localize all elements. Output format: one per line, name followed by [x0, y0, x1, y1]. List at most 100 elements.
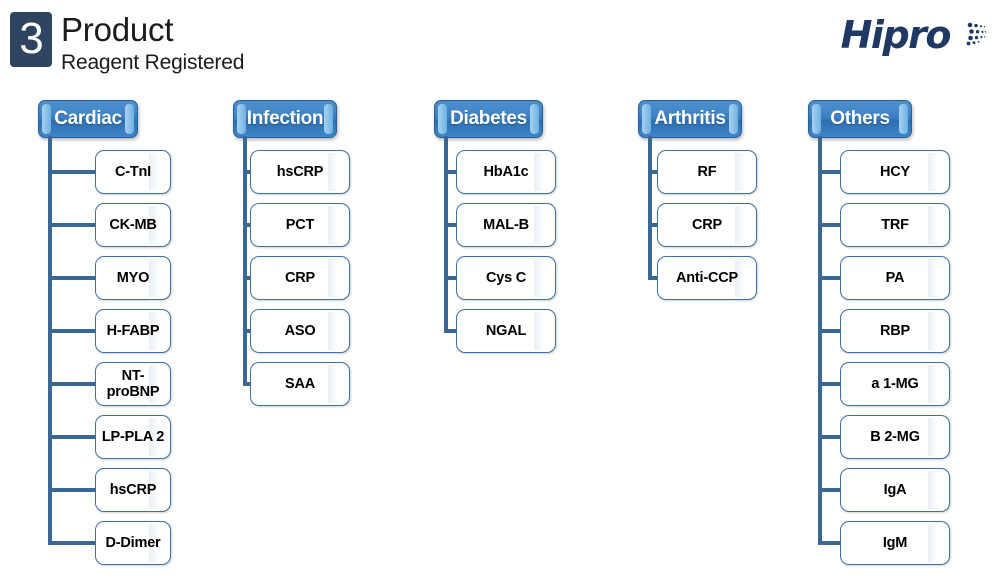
reagent-item-box[interactable]: C-TnI: [95, 150, 171, 194]
reagent-item-box[interactable]: NGAL: [456, 309, 556, 353]
connector-stub: [648, 223, 657, 227]
reagent-item-box[interactable]: CRP: [250, 256, 350, 300]
reagent-item-box[interactable]: MYO: [95, 256, 171, 300]
connector-stub: [243, 382, 250, 386]
category-header-label: Diabetes: [450, 108, 527, 129]
page-title: Product: [61, 11, 174, 48]
reagent-item-label: a 1-MG: [871, 376, 919, 392]
connector-stub: [48, 488, 95, 492]
reagent-item-box[interactable]: IgA: [840, 468, 950, 512]
reagent-item-label: HCY: [879, 164, 910, 180]
reagent-item-label: H-FABP: [106, 323, 160, 339]
connector-trunk-diabetes: [444, 136, 448, 333]
reagent-item-box[interactable]: PCT: [250, 203, 350, 247]
reagent-item-box[interactable]: H-FABP: [95, 309, 171, 353]
reagent-item-box[interactable]: HCY: [840, 150, 950, 194]
reagent-item-label: MAL-B: [483, 217, 529, 233]
slide-number-badge: 3: [10, 12, 52, 67]
reagent-item-box[interactable]: a 1-MG: [840, 362, 950, 406]
brand-logo-text: Hipro: [840, 13, 952, 57]
connector-stub: [818, 488, 840, 492]
reagent-item-box[interactable]: hsCRP: [95, 468, 171, 512]
reagent-item-box[interactable]: Anti-CCP: [657, 256, 757, 300]
connector-stub: [48, 276, 95, 280]
reagent-item-box[interactable]: RBP: [840, 309, 950, 353]
category-header-label: Cardiac: [54, 108, 122, 129]
reagent-item-box[interactable]: CRP: [657, 203, 757, 247]
hipro-dots-icon: [946, 13, 987, 58]
reagent-item-label: NT- proBNP: [106, 368, 160, 400]
connector-stub: [818, 382, 840, 386]
reagent-item-label: MYO: [116, 270, 150, 286]
reagent-item-label: PCT: [285, 217, 315, 233]
category-header-label: Others: [830, 108, 890, 129]
reagent-item-box[interactable]: Cys C: [456, 256, 556, 300]
connector-stub: [444, 276, 456, 280]
connector-stub: [48, 170, 95, 174]
category-header-cardiac[interactable]: Cardiac: [38, 100, 138, 138]
connector-stub: [48, 223, 95, 227]
connector-trunk-arthritis: [648, 136, 652, 280]
header-cap-right-icon: [899, 104, 908, 134]
reagent-item-box[interactable]: PA: [840, 256, 950, 300]
reagent-item-box[interactable]: SAA: [250, 362, 350, 406]
reagent-item-box[interactable]: HbA1c: [456, 150, 556, 194]
reagent-item-label: hsCRP: [276, 164, 324, 180]
connector-stub: [648, 170, 657, 174]
reagent-item-box[interactable]: MAL-B: [456, 203, 556, 247]
reagent-item-label: IgM: [882, 535, 908, 551]
header-cap-right-icon: [125, 104, 134, 134]
reagent-item-label: HbA1c: [483, 164, 529, 180]
category-header-infection[interactable]: Infection: [233, 100, 337, 138]
reagent-item-label: D-Dimer: [105, 535, 161, 551]
category-header-label: Infection: [246, 108, 324, 129]
connector-stub: [818, 541, 840, 545]
connector-stub: [48, 382, 95, 386]
reagent-item-label: hsCRP: [109, 482, 157, 498]
connector-stub: [648, 276, 657, 280]
connector-stub: [444, 329, 456, 333]
connector-stub: [444, 223, 456, 227]
reagent-item-label: Anti-CCP: [675, 270, 739, 286]
reagent-item-box[interactable]: IgM: [840, 521, 950, 565]
connector-stub: [818, 435, 840, 439]
header-cap-left-icon: [237, 104, 246, 134]
reagent-item-label: Cys C: [485, 270, 527, 286]
reagent-item-label: CK-MB: [109, 217, 157, 233]
reagent-item-label: RBP: [879, 323, 910, 339]
reagent-item-box[interactable]: LP-PLA 2: [95, 415, 171, 459]
category-header-others[interactable]: Others: [808, 100, 912, 138]
connector-stub: [243, 276, 250, 280]
reagent-item-label: NGAL: [485, 323, 527, 339]
connector-trunk-others: [818, 136, 822, 545]
connector-stub: [243, 329, 250, 333]
header-cap-right-icon: [729, 104, 738, 134]
connector-stub: [444, 170, 456, 174]
reagent-item-box[interactable]: ASO: [250, 309, 350, 353]
reagent-item-box[interactable]: TRF: [840, 203, 950, 247]
reagent-item-box[interactable]: CK-MB: [95, 203, 171, 247]
connector-stub: [818, 276, 840, 280]
reagent-item-label: PA: [885, 270, 905, 286]
category-header-diabetes[interactable]: Diabetes: [434, 100, 543, 138]
reagent-item-label: CRP: [691, 217, 722, 233]
reagent-item-label: RF: [697, 164, 717, 180]
reagent-item-box[interactable]: NT- proBNP: [95, 362, 171, 406]
connector-stub: [818, 223, 840, 227]
reagent-item-label: SAA: [284, 376, 315, 392]
reagent-item-label: IgA: [883, 482, 907, 498]
reagent-item-label: TRF: [881, 217, 909, 233]
reagent-item-box[interactable]: hsCRP: [250, 150, 350, 194]
header-cap-right-icon: [324, 104, 333, 134]
connector-stub: [48, 541, 95, 545]
reagent-item-box[interactable]: D-Dimer: [95, 521, 171, 565]
connector-stub: [48, 435, 95, 439]
connector-stub: [243, 223, 250, 227]
reagent-item-box[interactable]: B 2-MG: [840, 415, 950, 459]
reagent-item-label: LP-PLA 2: [101, 429, 165, 445]
reagent-item-label: C-TnI: [114, 164, 152, 180]
reagent-item-box[interactable]: RF: [657, 150, 757, 194]
brand-logo: Hipro: [840, 12, 987, 58]
category-header-arthritis[interactable]: Arthritis: [638, 100, 742, 138]
